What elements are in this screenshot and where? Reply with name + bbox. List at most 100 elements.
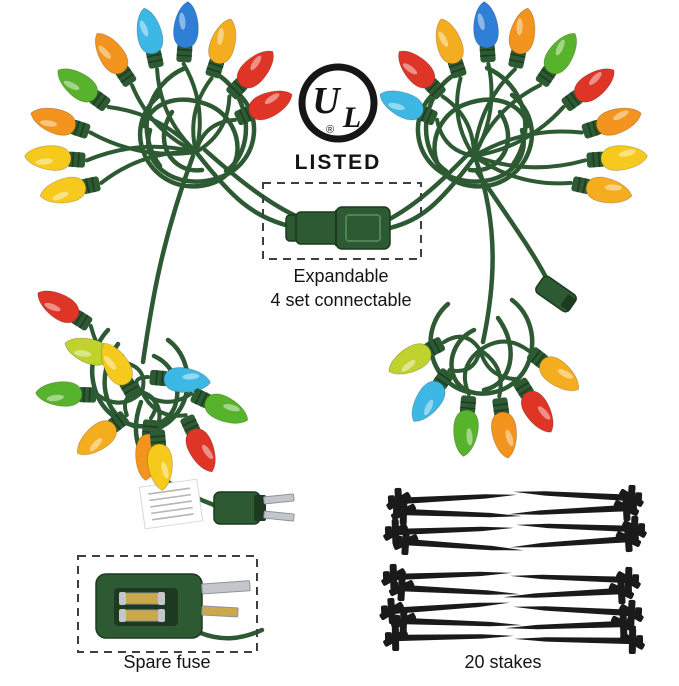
ul-listed-logo: U L ® LISTED xyxy=(295,63,382,174)
bulb-wire xyxy=(472,154,573,186)
ul-letter-l: L xyxy=(342,101,361,134)
ground-stake xyxy=(386,487,517,515)
fuse-cylinder xyxy=(121,592,165,605)
light-bulb xyxy=(37,290,93,331)
ground-stake xyxy=(388,574,520,602)
connector-body-right xyxy=(335,206,391,250)
ground-stake xyxy=(508,494,640,522)
end-connector xyxy=(535,275,577,313)
callout-box-connector xyxy=(262,182,422,260)
bulb-wire xyxy=(455,76,476,158)
power-plug xyxy=(213,491,295,525)
ground-stake xyxy=(503,577,635,605)
light-bulb xyxy=(173,1,199,63)
bulb-wire xyxy=(84,144,198,163)
light-bulb xyxy=(94,32,137,87)
bulb-wire xyxy=(140,390,194,404)
light-bulb xyxy=(34,381,97,407)
fuse-end-cap xyxy=(119,609,126,622)
bulb-wire xyxy=(440,94,477,158)
bulb-wire xyxy=(435,117,476,158)
registered-mark: ® xyxy=(326,124,334,136)
wire-strand xyxy=(481,315,513,393)
light-bulb xyxy=(149,367,211,393)
light-bulb xyxy=(490,397,518,459)
light-bulb xyxy=(411,368,454,422)
fuse-end-cap xyxy=(119,592,126,605)
wire-cord xyxy=(193,149,292,229)
bulb-wire xyxy=(478,348,503,399)
light-bulb xyxy=(435,18,467,79)
light-bulb xyxy=(205,18,237,79)
bulb-wire xyxy=(472,129,584,158)
bulb-wire xyxy=(442,334,482,352)
bulb-wire xyxy=(472,83,542,158)
light-bulb xyxy=(180,414,216,473)
light-bulb xyxy=(473,1,499,63)
light-bulb xyxy=(535,32,578,87)
ground-stake xyxy=(390,607,522,635)
bulb-wire xyxy=(130,83,198,154)
fuse-end-cap xyxy=(158,592,165,605)
bulb-wire xyxy=(194,94,232,154)
listed-text: LISTED xyxy=(295,151,382,174)
light-bulb xyxy=(453,395,479,457)
light-bulb xyxy=(379,90,438,126)
plug-prong xyxy=(201,580,251,595)
tag-print-line xyxy=(150,500,192,508)
bulb-wire xyxy=(447,348,482,373)
ground-stake xyxy=(510,525,642,553)
light-bulb xyxy=(24,145,86,171)
light-bulb xyxy=(388,337,446,375)
bulb-wire xyxy=(194,117,237,154)
plug-body xyxy=(213,491,261,525)
fuse-end-cap xyxy=(158,609,165,622)
light-bulb xyxy=(513,377,554,433)
wire-strand xyxy=(449,297,535,396)
connector-socket-outline xyxy=(345,214,381,242)
ground-stake xyxy=(514,627,645,655)
stakes-pile xyxy=(379,484,647,655)
bulb-wire xyxy=(134,375,151,394)
wire-strand xyxy=(484,65,528,169)
tag-print-line xyxy=(151,513,194,521)
end-connector-face xyxy=(560,294,576,311)
ground-stake xyxy=(505,610,637,638)
ground-stake xyxy=(513,599,644,627)
plug-prong xyxy=(263,510,295,522)
hang-tag xyxy=(138,478,204,530)
connector-body-left xyxy=(295,211,341,245)
light-bulb xyxy=(226,50,274,100)
bulb-wire xyxy=(106,104,198,154)
plug-face xyxy=(254,495,266,521)
generated-bulb-wires xyxy=(84,61,588,431)
tag-print-line xyxy=(150,506,193,515)
connector-note-line1: Expandable xyxy=(293,266,388,286)
light-bulb xyxy=(147,429,173,491)
light-bulb xyxy=(76,411,129,456)
spare-fuse-caption: Spare fuse xyxy=(123,652,210,672)
ground-stake xyxy=(379,597,510,625)
wire-cord xyxy=(473,167,553,289)
bulb-wire xyxy=(191,76,214,154)
fuse-cylinder xyxy=(121,609,165,622)
light-bulbs xyxy=(24,1,648,491)
ground-stake xyxy=(392,528,524,556)
light-bulb xyxy=(508,7,536,69)
light-bulb xyxy=(30,107,91,139)
bulb-wire xyxy=(95,390,144,405)
tag-print-line xyxy=(149,493,192,502)
light-bulb xyxy=(527,347,580,392)
light-bulb xyxy=(561,68,615,112)
light-bulb xyxy=(571,176,633,204)
light-bulb xyxy=(190,388,249,424)
light-bulb xyxy=(581,107,642,139)
light-bulb xyxy=(234,90,293,126)
light-bulb xyxy=(586,145,648,171)
spare-fuse-closeup xyxy=(95,573,265,641)
bulb-wire xyxy=(462,348,482,397)
plug-prong xyxy=(263,493,295,505)
wire-cord xyxy=(195,627,265,641)
